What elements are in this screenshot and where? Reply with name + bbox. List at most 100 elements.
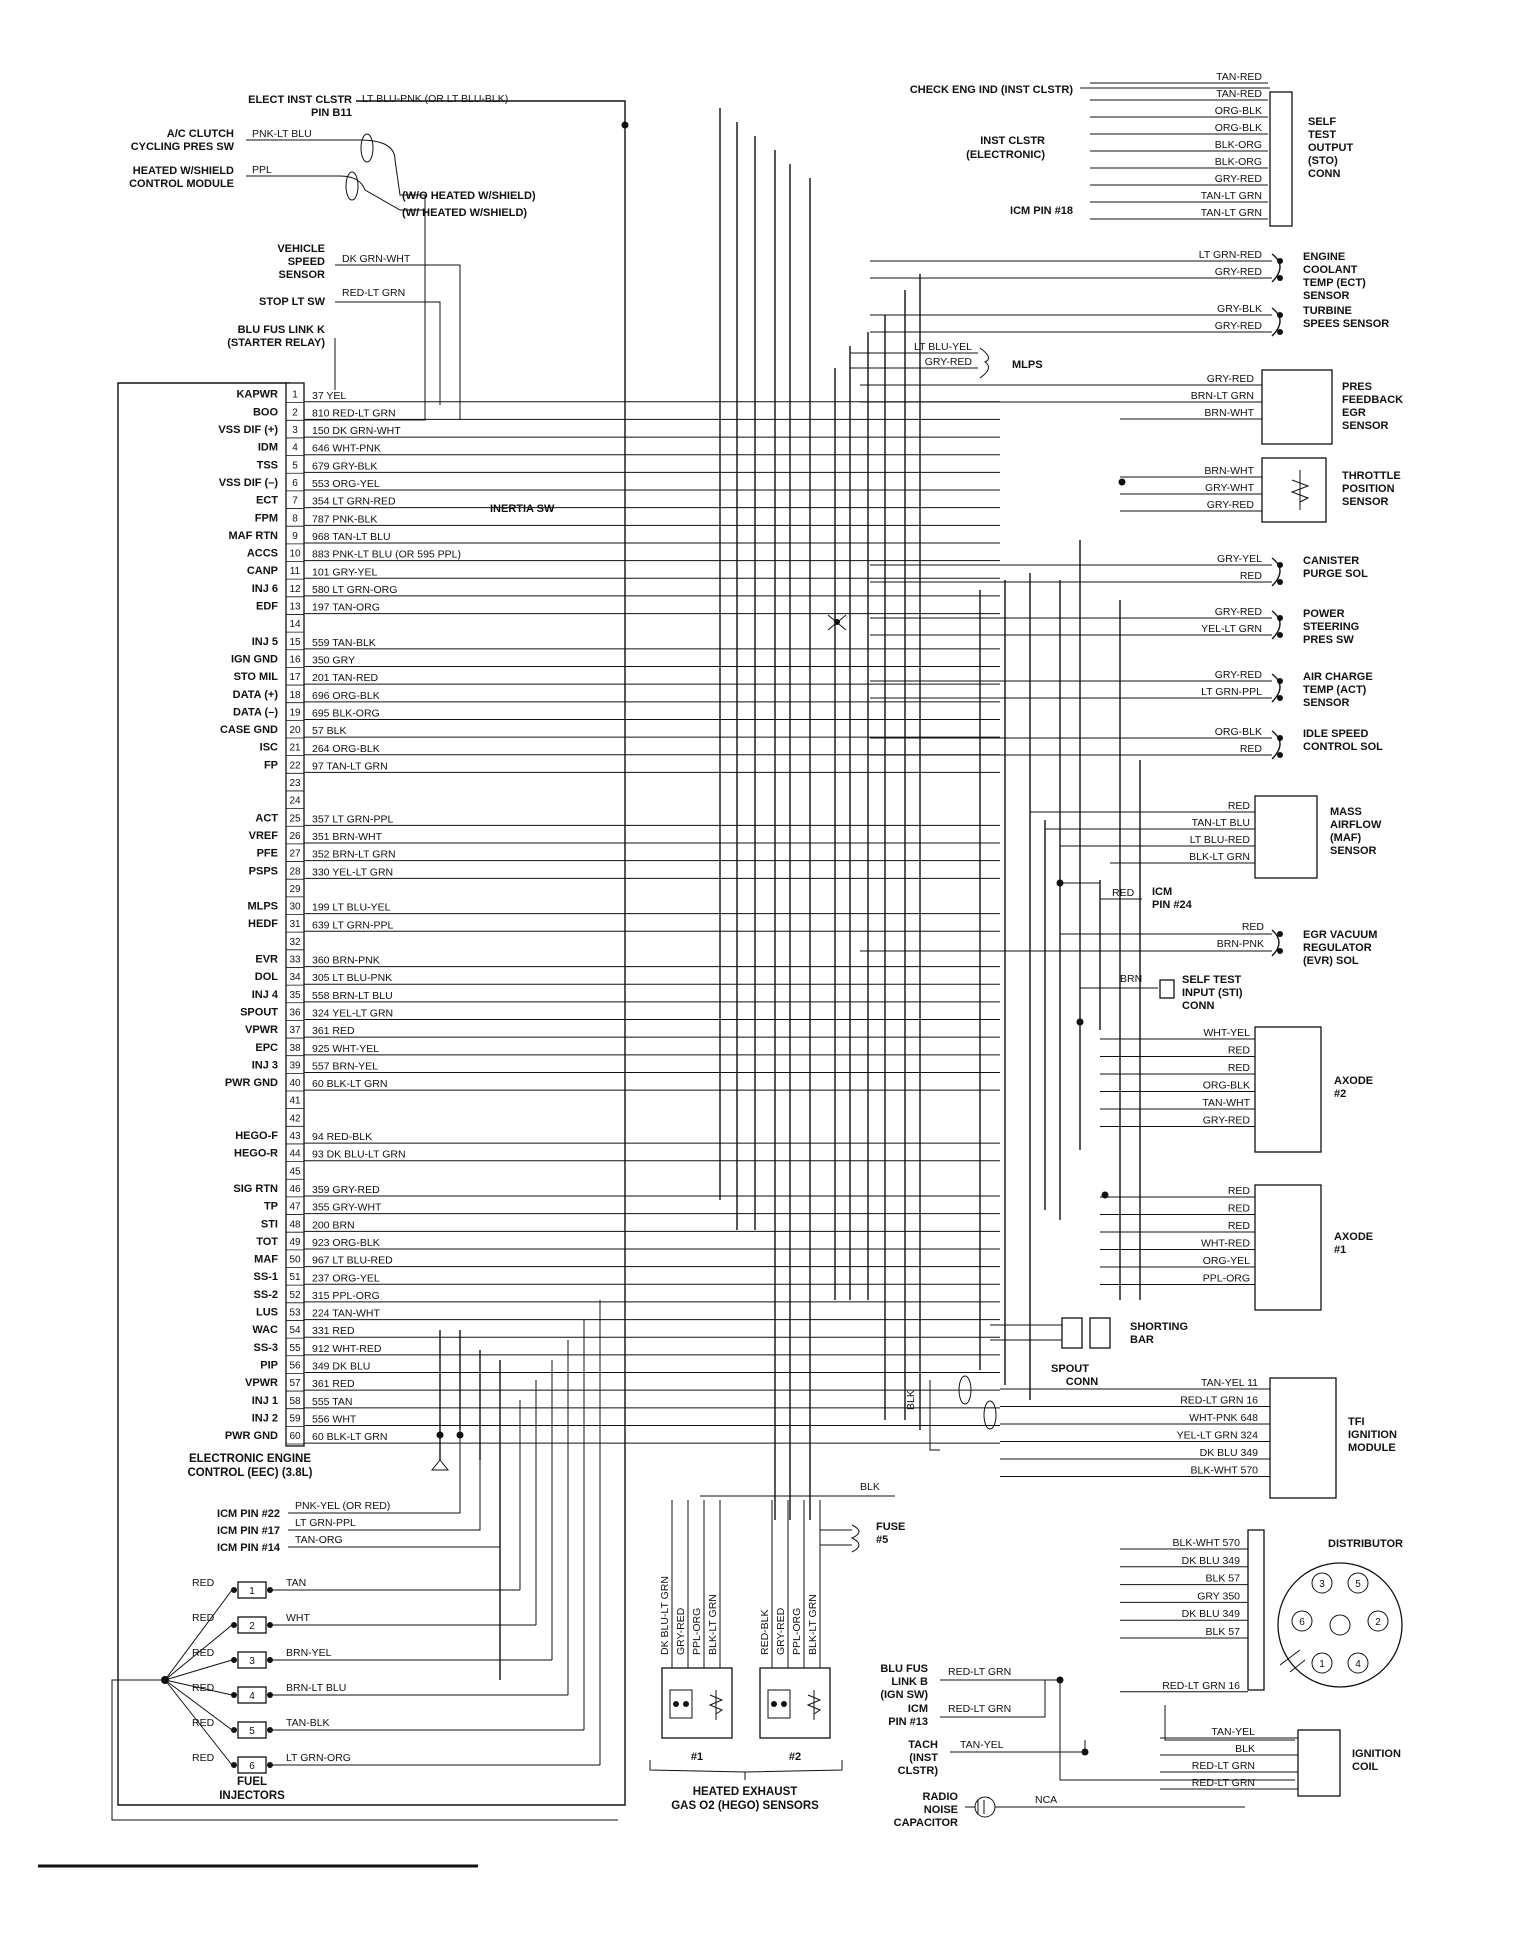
icm24-label-1: ICM (1152, 886, 1172, 898)
ecm-pin-number: 55 (289, 1343, 301, 1354)
canp-wire: RED (1240, 570, 1263, 582)
ecm-pin-name: SPOUT (240, 1006, 278, 1018)
blu-fus-k-label-2: (STARTER RELAY) (227, 337, 325, 349)
ecm-pin-wire: 60 BLK-LT GRN (312, 1431, 387, 1443)
blu-fus-b-1: BLU FUS (880, 1663, 928, 1675)
ecm-pin-name: VSS DIF (+) (218, 424, 278, 436)
sto-wire: TAN-RED (1216, 88, 1262, 100)
sti-label-1: SELF TEST (1182, 974, 1242, 986)
hego-wire: PPL-ORG (791, 1608, 803, 1655)
maf-label-2: AIRFLOW (1330, 819, 1382, 831)
fuse-label-1: FUSE (876, 1521, 905, 1533)
ecm-pin-wire: 305 LT BLU-PNK (312, 972, 392, 984)
injector-body (237, 1686, 267, 1704)
hego2-label: #2 (789, 1751, 801, 1763)
tfi-body (1269, 1377, 1337, 1499)
ecm-pin-number: 51 (289, 1272, 301, 1283)
injector-red-wire: RED (192, 1612, 215, 1624)
ecm-pin-wire: 360 BRN-PNK (312, 955, 380, 967)
ecm-pin-wire: 60 BLK-LT GRN (312, 1078, 387, 1090)
icm17-wire: LT GRN-PPL (295, 1517, 356, 1529)
ecm-pin-name: HEGO-R (234, 1148, 278, 1160)
ecm-pin-number: 57 (289, 1378, 301, 1389)
ignition-coil-body (1297, 1729, 1341, 1797)
fuse-label-2: #5 (876, 1534, 888, 1546)
distributor-connector (1247, 1529, 1265, 1691)
axode2-label-2: #2 (1334, 1088, 1346, 1100)
mlps-label: MLPS (1012, 359, 1043, 371)
axode1-body (1254, 1184, 1322, 1311)
evr-wire-2: BRN-PNK (1217, 938, 1264, 950)
stop-lt-label: STOP LT SW (259, 296, 326, 308)
axode1-label-2: #1 (1334, 1244, 1346, 1256)
axode2-wire: ORG-BLK (1203, 1080, 1250, 1092)
ecm-pin-number: 44 (289, 1149, 301, 1160)
tps-body (1261, 457, 1327, 523)
ecm-pin-number: 2 (292, 407, 298, 418)
hego-blk-wire: BLK (860, 1481, 880, 1493)
ecm-pin-wire: 787 PNK-BLK (312, 513, 377, 525)
ecm-pin-number: 12 (289, 584, 301, 595)
ecm-pin-name: PWR GND (225, 1430, 278, 1442)
pfe-label-1: PRES (1342, 381, 1372, 393)
ecm-pin-name: IDM (258, 442, 278, 454)
icm17-label: ICM PIN #17 (217, 1525, 280, 1537)
distributor-terminal-number: 2 (1375, 1617, 1381, 1628)
ecm-pin-number: 53 (289, 1308, 301, 1319)
injector-body (237, 1616, 267, 1634)
evr-wire-1: RED (1242, 921, 1265, 933)
ecm-pin-number: 16 (289, 654, 301, 665)
ecm-pin-name: EPC (255, 1042, 278, 1054)
ecm-pin-number: 19 (289, 707, 301, 718)
tps-wire-1: BRN-WHT (1204, 465, 1254, 477)
ecm-pin-wire: 201 TAN-RED (312, 672, 379, 684)
sto-wire-list: TAN-REDTAN-REDORG-BLKORG-BLKBLK-ORGBLK-O… (1090, 71, 1268, 220)
psps-label: POWER (1303, 608, 1345, 620)
ecm-pin-name: TSS (257, 459, 278, 471)
injector-body (237, 1721, 267, 1739)
ecm-pin-number: 8 (292, 513, 298, 524)
ecm-pin-name: TP (264, 1201, 278, 1213)
sto-wire: TAN-RED (1216, 71, 1262, 83)
icm24-wire: RED (1112, 887, 1135, 899)
icm13-label-2: PIN #13 (888, 1716, 928, 1728)
injector-number: 6 (249, 1761, 255, 1772)
ecm-caption-2: CONTROL (EEC) (3.8L) (187, 1467, 312, 1479)
axode2-wire: RED (1228, 1062, 1251, 1074)
maf-wire-2: TAN-LT BLU (1192, 817, 1250, 829)
injector-wire: BRN-YEL (286, 1647, 332, 1659)
distributor-terminal-number: 4 (1355, 1659, 1361, 1670)
ecm-pin-name: INJ 4 (252, 989, 279, 1001)
ecm-pin-wire: 357 LT GRN-PPL (312, 813, 393, 825)
blu-fus-k-label-1: BLU FUS LINK K (238, 324, 325, 336)
ecm-pin-name: FP (264, 759, 278, 771)
distributor-terminal (1347, 1572, 1369, 1594)
ecm-pin-name: VPWR (245, 1024, 278, 1036)
throttle-position-sensor: BRN-WHT GRY-WHT GRY-RED THROTTLE POSITIO… (1120, 457, 1401, 523)
ecm-pin-name: INJ 1 (252, 1395, 278, 1407)
distributor-wire: DK BLU 349 (1182, 1555, 1241, 1567)
distributor-terminal (1311, 1572, 1333, 1594)
ecm-pin-name: PWR GND (225, 1077, 278, 1089)
ecm-pin-name: SS-2 (254, 1289, 278, 1301)
ecm-pin-number: 5 (292, 460, 298, 471)
ecm-pin-name: INJ 2 (252, 1412, 278, 1424)
ecm-pin-name: ECT (256, 495, 278, 507)
distributor-label: DISTRIBUTOR (1328, 1538, 1403, 1550)
ecm-pin-number: 47 (289, 1202, 301, 1213)
ecm-pin-wire: 559 TAN-BLK (312, 637, 376, 649)
distributor-terminal (1311, 1652, 1333, 1674)
hego2-body (759, 1667, 831, 1739)
ecm-pin-name: DOL (255, 971, 279, 983)
ecm-pin-number: 30 (289, 902, 301, 913)
injector-number: 5 (249, 1726, 255, 1737)
ecm-pin-name: VREF (249, 830, 279, 842)
sto-wire: BLK-ORG (1215, 139, 1262, 151)
coil-label-2: COIL (1352, 1761, 1379, 1773)
maf-label-4: SENSOR (1330, 845, 1377, 857)
injector-wire: TAN (286, 1577, 306, 1589)
check-eng-label: CHECK ENG IND (INST CLSTR) (910, 84, 1074, 96)
ecm-pin-wire: 350 GRY (312, 655, 355, 667)
